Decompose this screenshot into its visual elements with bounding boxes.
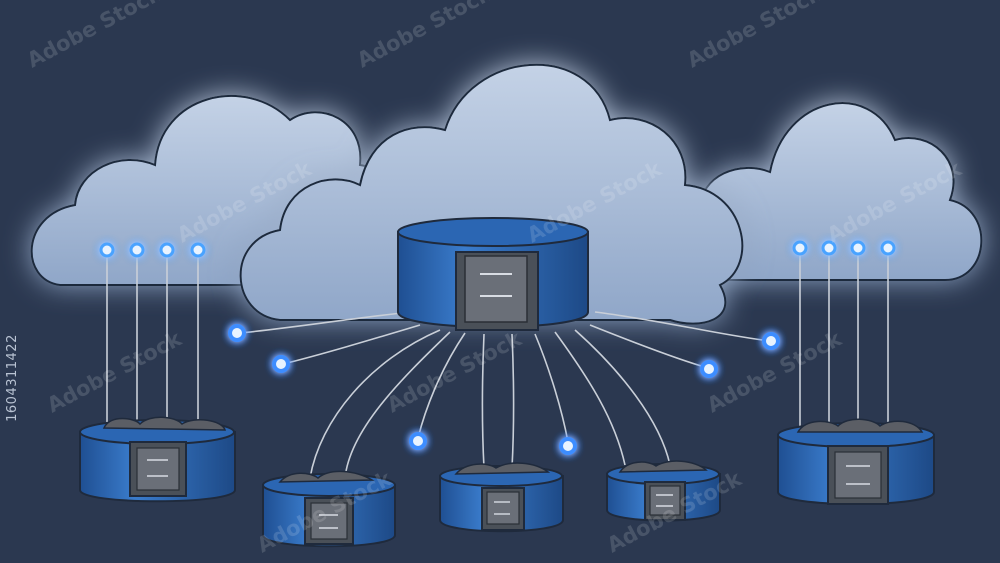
glowing-node-icon (99, 242, 115, 258)
server-left-icon (79, 416, 236, 503)
glowing-node-icon (129, 242, 145, 258)
center-cloud-icon (239, 63, 744, 325)
glowing-node-icon (272, 355, 290, 373)
glowing-node-icon (409, 432, 427, 450)
glowing-node-icon (559, 437, 577, 455)
glowing-nodes (99, 240, 896, 455)
glowing-node-icon (159, 242, 175, 258)
glowing-node-icon (880, 240, 896, 256)
glowing-node-icon (228, 324, 246, 342)
glowing-node-icon (762, 332, 780, 350)
glowing-node-icon (821, 240, 837, 256)
glowing-node-icon (190, 242, 206, 258)
connection-wires (106, 248, 889, 479)
server-center-icon (439, 462, 564, 533)
glowing-node-icon (700, 360, 718, 378)
glowing-node-icon (850, 240, 866, 256)
server-center-right-icon (606, 460, 721, 522)
server-right-icon (777, 418, 935, 505)
server-center-left-icon (262, 470, 396, 548)
glowing-node-icon (792, 240, 808, 256)
stock-image-id: 1604311422 (5, 334, 20, 422)
main-database-server-icon (397, 217, 589, 331)
